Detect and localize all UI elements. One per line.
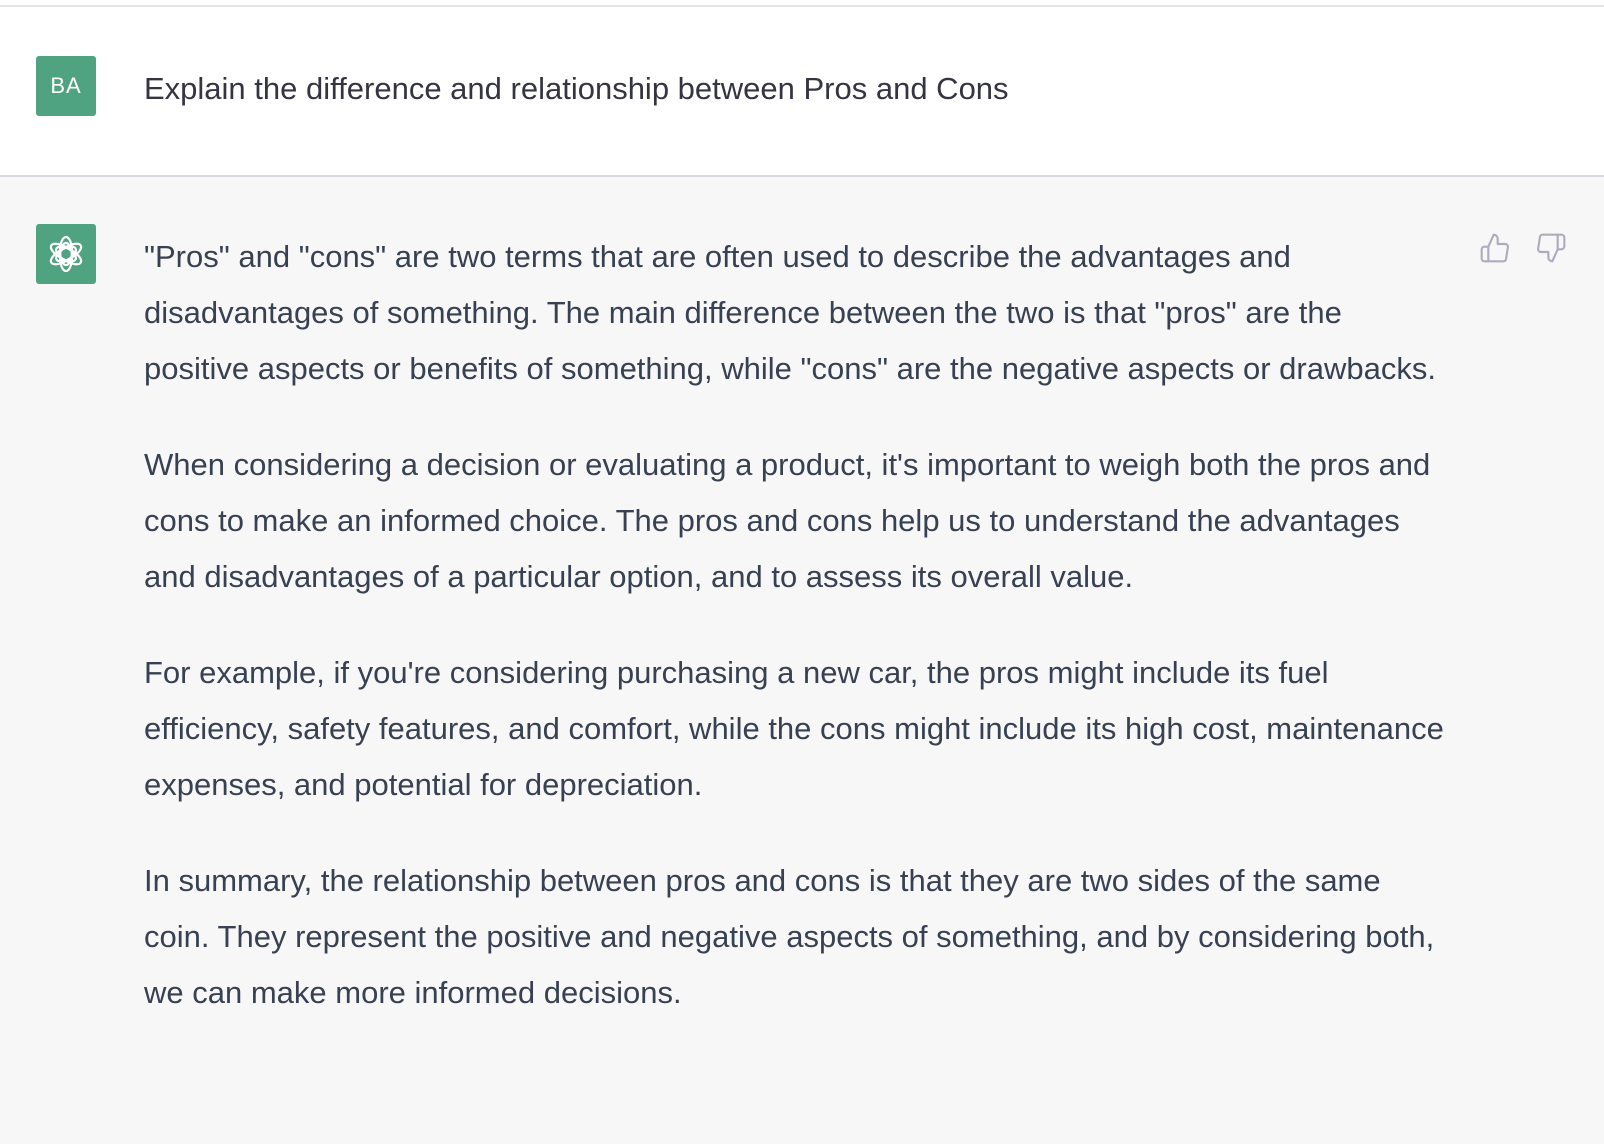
openai-logo-icon <box>49 235 83 273</box>
user-avatar: BA <box>36 56 96 116</box>
thumbs-up-icon <box>1480 233 1509 263</box>
thumbs-down-button[interactable] <box>1534 231 1568 265</box>
user-avatar-initials: BA <box>50 73 82 98</box>
assistant-avatar <box>36 224 96 284</box>
feedback-buttons <box>1478 231 1568 265</box>
assistant-message-text: "Pros" and "cons" are two terms that are… <box>144 229 1454 1061</box>
user-message-text: Explain the difference and relationship … <box>144 71 1009 106</box>
answer-paragraph: For example, if you're considering purch… <box>144 655 1444 802</box>
answer-paragraph: In summary, the relationship between pro… <box>144 863 1435 1010</box>
answer-paragraph: When considering a decision or evaluatin… <box>144 447 1431 594</box>
assistant-message-row: "Pros" and "cons" are two terms that are… <box>0 177 1604 1144</box>
top-divider <box>0 0 1604 7</box>
user-message-row: BA Explain the difference and relationsh… <box>0 7 1604 177</box>
answer-paragraph: "Pros" and "cons" are two terms that are… <box>144 239 1436 386</box>
thumbs-down-icon <box>1537 233 1566 263</box>
thumbs-up-button[interactable] <box>1478 231 1512 265</box>
